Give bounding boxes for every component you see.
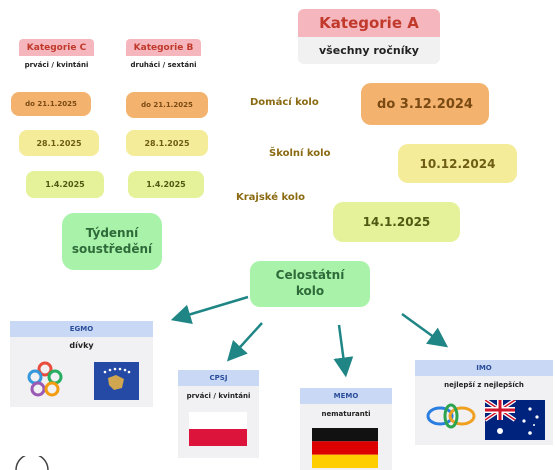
category-c-subtitle: prváci / kvintáni — [19, 56, 94, 73]
category-c-domaci-date: do 21.1.2025 — [11, 92, 91, 116]
celostatni-kolo-box: Celostátní kolo — [250, 261, 370, 307]
stage-label-krajske: Krajské kolo — [236, 192, 306, 203]
memo-header: MEMO — [300, 388, 392, 404]
germany-flag-icon — [312, 428, 378, 468]
category-b-skolni-date: 28.1.2025 — [126, 130, 208, 156]
arrow-to-memo — [333, 324, 354, 378]
category-a-header: Kategorie A — [298, 9, 440, 37]
category-b-domaci-date: do 21.1.2025 — [126, 92, 208, 118]
tydenni-soustredeni-box: Týdenní soustředění — [62, 213, 162, 270]
egmo-logo-icon — [27, 361, 63, 397]
imo-header: IMO — [415, 360, 553, 376]
category-a-domaci-date: do 3.12.2024 — [361, 83, 489, 125]
egmo-card: EGMO dívky — [10, 321, 153, 407]
stage-label-skolni: Školní kolo — [269, 148, 331, 159]
category-c-krajske-date: 1.4.2025 — [26, 171, 104, 198]
egmo-desc: dívky — [69, 341, 94, 350]
cpsj-card: CPSJ prváci / kvintáni — [178, 370, 259, 458]
imo-card: IMO nejlepší z nejlepších — [415, 360, 553, 445]
memo-desc: nematuranti — [321, 410, 371, 418]
arrow-to-egmo — [170, 295, 249, 324]
cpsj-desc: prváci / kvintáni — [186, 392, 251, 400]
imo-logo-icon — [426, 403, 476, 429]
category-a-krajske-date: 14.1.2025 — [333, 202, 460, 242]
poland-flag-icon — [189, 412, 247, 446]
australia-flag-icon — [485, 400, 545, 440]
cpsj-header: CPSJ — [178, 370, 259, 386]
category-a-skolni-date: 10.12.2024 — [398, 144, 517, 183]
category-b-header: Kategorie B — [126, 39, 201, 56]
category-a-subtitle: všechny ročníky — [298, 37, 440, 64]
category-b-subtitle: druháci / sextáni — [126, 56, 201, 73]
category-b-krajske-date: 1.4.2025 — [128, 171, 204, 198]
memo-card: MEMO nematuranti — [300, 388, 392, 470]
arrow-to-cpsj — [226, 322, 263, 362]
egmo-header: EGMO — [10, 321, 153, 337]
imo-desc: nejlepší z nejlepších — [444, 381, 524, 389]
category-c-skolni-date: 28.1.2025 — [19, 130, 99, 156]
decorative-circle-icon — [15, 456, 49, 470]
arrow-to-imo — [401, 312, 449, 348]
kosovo-flag-icon — [94, 362, 139, 400]
category-c-header: Kategorie C — [19, 39, 94, 56]
stage-label-domaci: Domácí kolo — [250, 97, 319, 108]
